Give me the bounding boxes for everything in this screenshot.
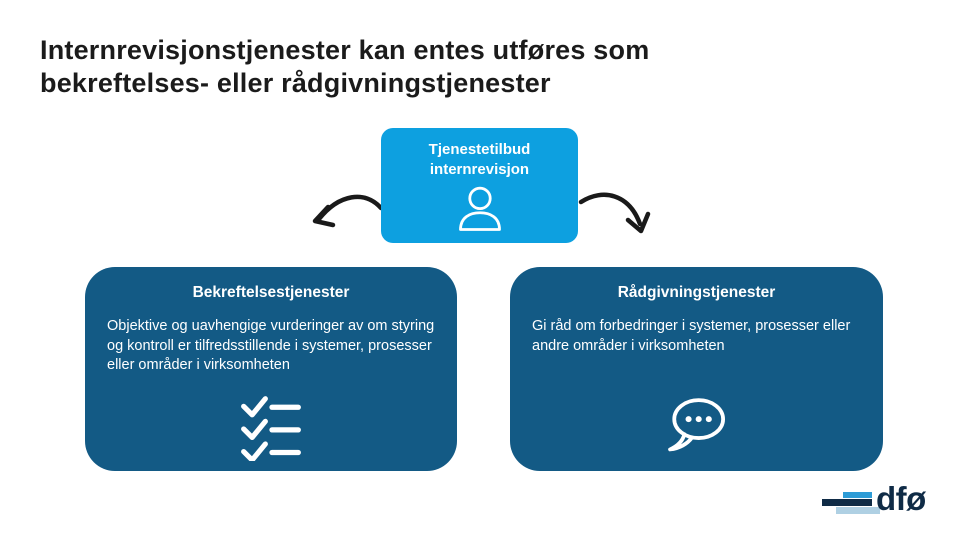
dfo-logo: dfø bbox=[818, 480, 948, 531]
confirmation-services-title: Bekreftelsestjenester bbox=[192, 284, 350, 301]
service-offer-label: Tjenestetilbud internrevisjon bbox=[429, 140, 531, 179]
advisory-services-title: Rådgivningstjenester bbox=[617, 284, 776, 301]
curved-arrow-right-icon bbox=[578, 192, 651, 234]
advisory-services-body: Gi råd om forbedringer i systemer, prose… bbox=[532, 318, 851, 354]
dfo-logo-bar-navy bbox=[822, 499, 872, 506]
dfo-logo-bar-blue bbox=[843, 492, 872, 498]
service-offer-box: Tjenestetilbud internrevisjon bbox=[381, 128, 578, 243]
advisory-services-card: Rådgivningstjenester Gi råd om forbedrin… bbox=[510, 267, 883, 471]
slide-title: Internrevisjonstjenester kan entes utfør… bbox=[40, 34, 820, 100]
confirmation-services-card: Bekreftelsestjenester Objektive og uavhe… bbox=[85, 267, 457, 471]
slide-title-line2: bekreftelses- eller rådgivningstjenester bbox=[40, 67, 551, 98]
person-icon bbox=[458, 186, 501, 231]
slide-title-line1: Internrevisjonstjenester kan entes utfør… bbox=[40, 35, 650, 65]
service-offer-label-line1: Tjenestetilbud bbox=[428, 141, 531, 158]
service-offer-label-line2: internrevisjon bbox=[429, 160, 530, 178]
dfo-logo-text: dfø bbox=[876, 480, 926, 517]
speech-bubble-icon bbox=[667, 398, 725, 452]
checklist-icon bbox=[241, 396, 301, 461]
confirmation-services-body: Objektive og uavhengige vurderinger av o… bbox=[107, 318, 435, 374]
dfo-logo-bar-light bbox=[836, 507, 880, 514]
curved-arrow-left-icon bbox=[312, 194, 384, 228]
